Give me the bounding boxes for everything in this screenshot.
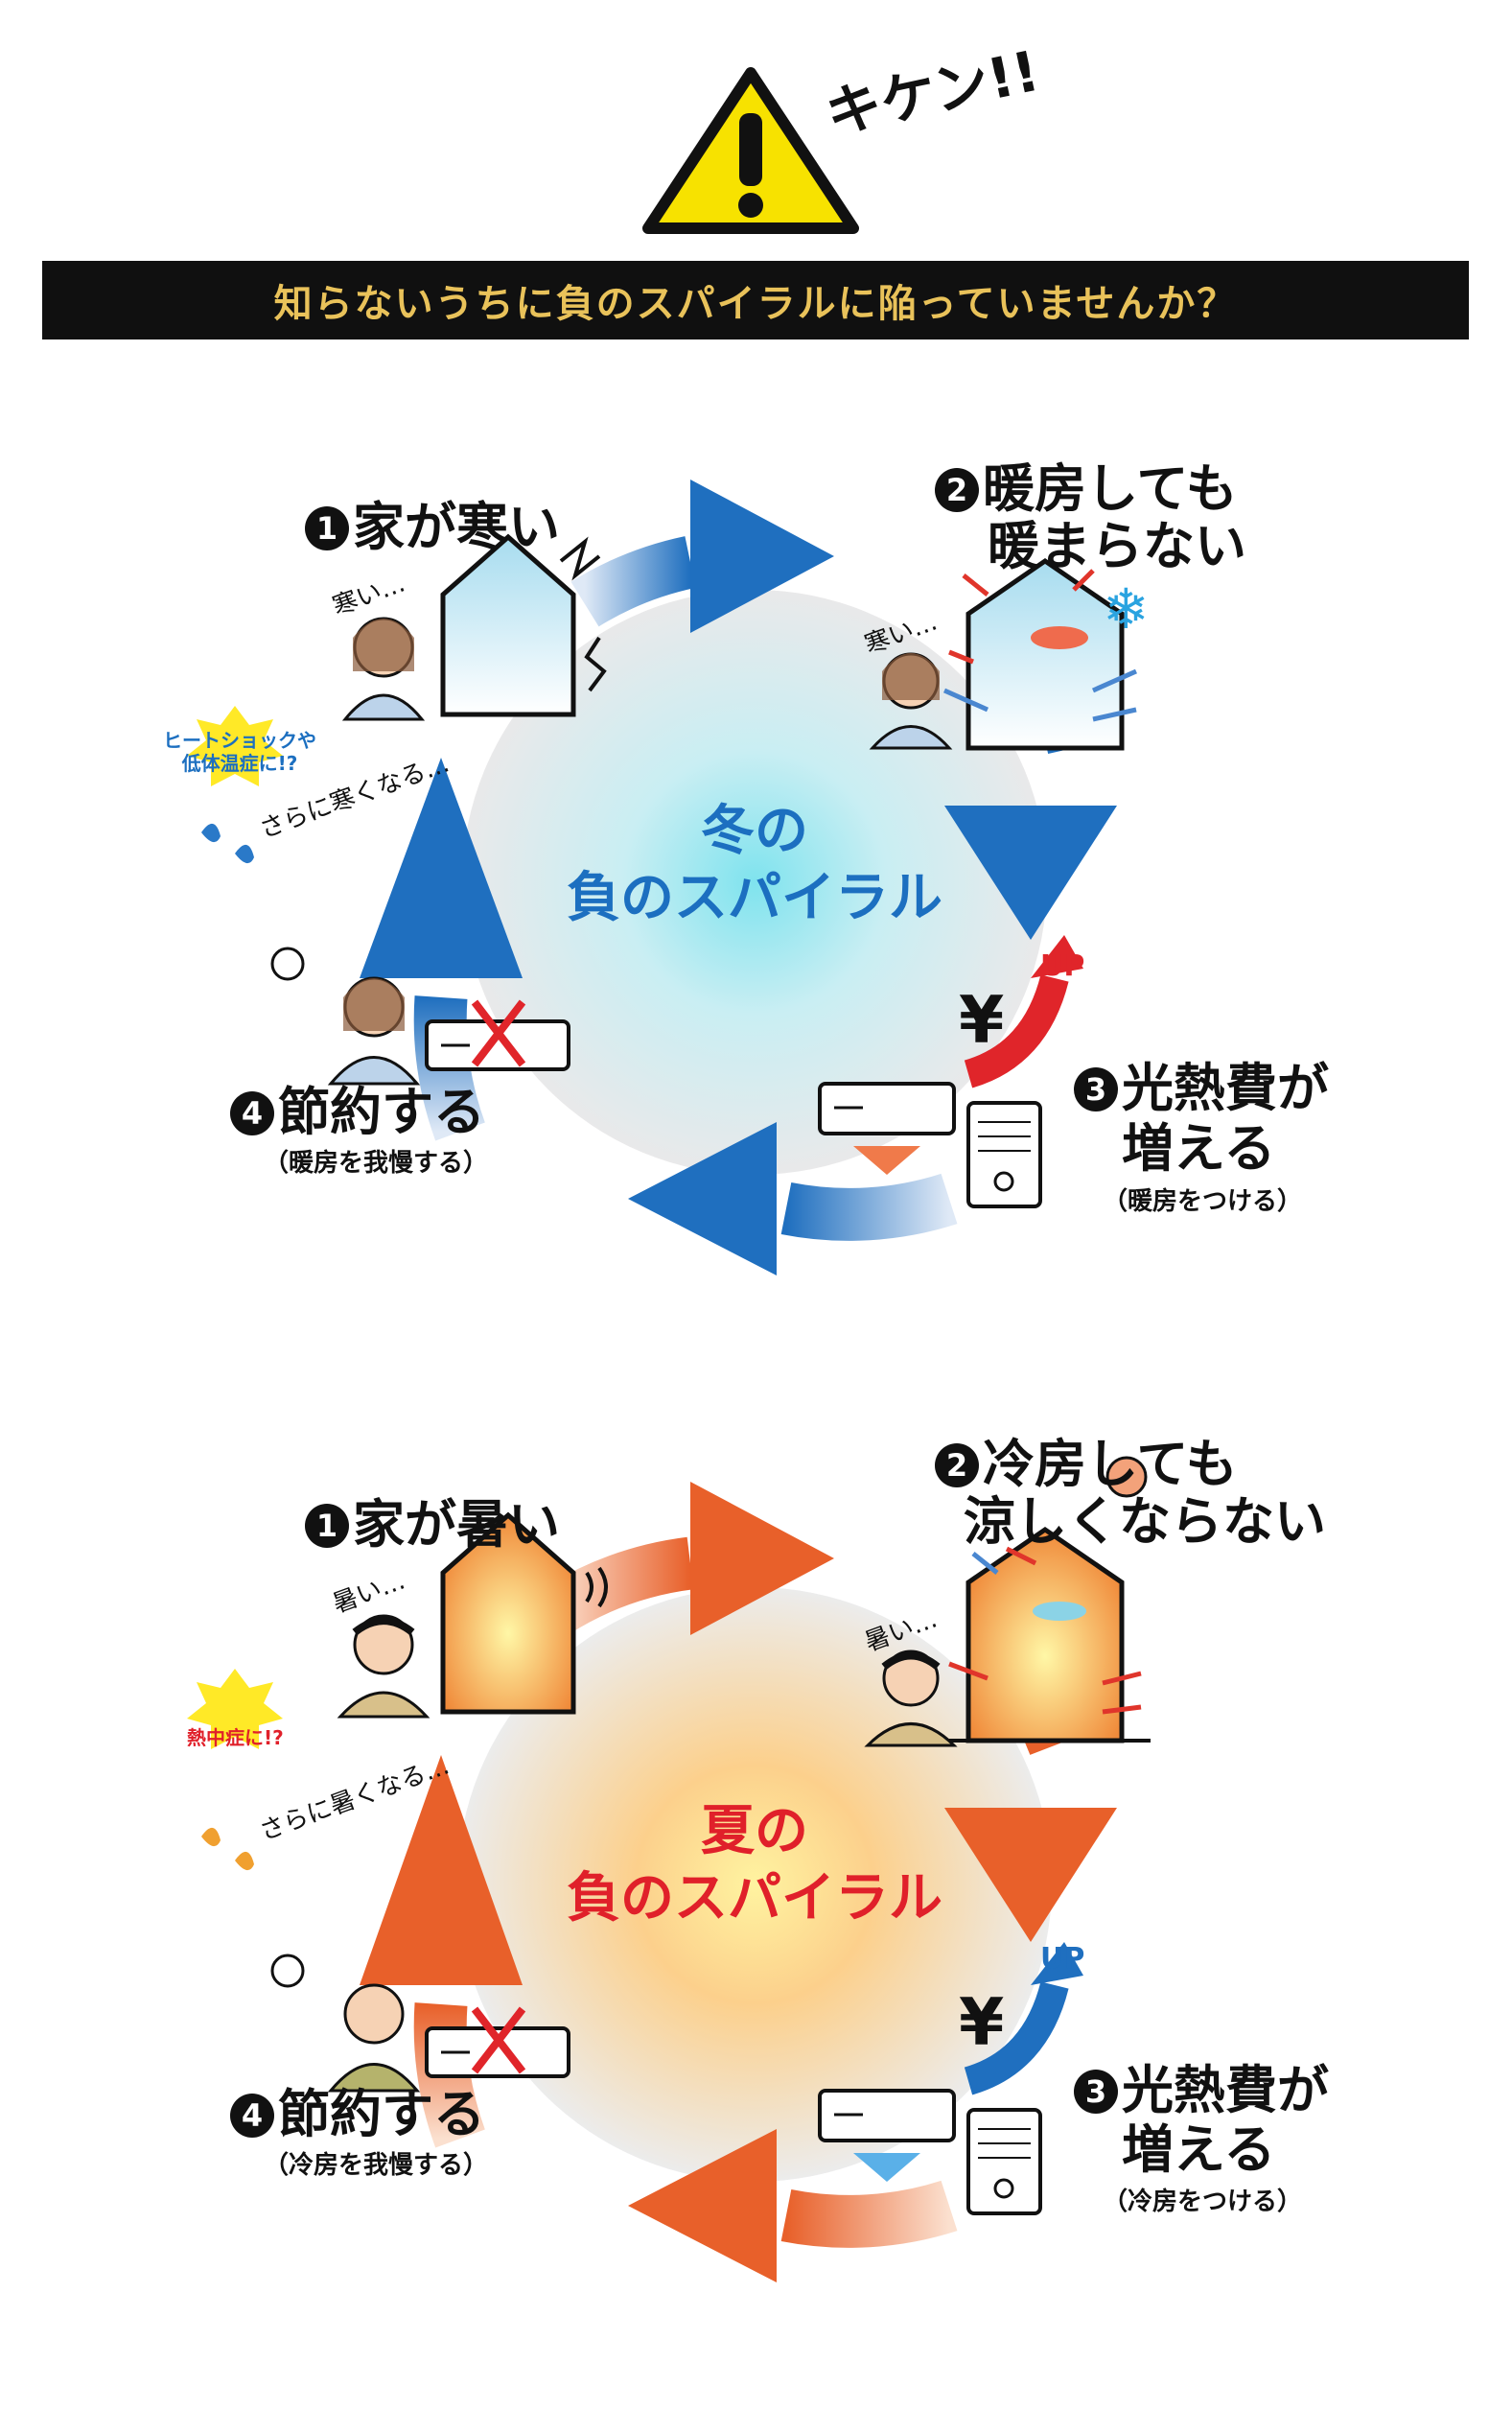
summer-center-line1: 夏の: [701, 1800, 808, 1862]
summer-center-line2: 負のスパイラル: [567, 1867, 942, 1930]
winter-yen-symbol: ¥: [959, 983, 1005, 1059]
winter-step2-text-line2: 暖まらない: [988, 516, 1246, 576]
summer-up-label: UP: [1040, 1942, 1085, 1976]
winter-arrow-right: [944, 806, 1117, 940]
summer-step3-text-line1: 光熱費が: [1122, 2060, 1329, 2120]
winter-center-title: 冬の 負のスパイラル: [563, 798, 946, 932]
winter-up-label: UP: [1040, 949, 1085, 983]
winter-center-line1: 冬の: [701, 800, 808, 862]
summer-warning-line1: 熱中症に!?: [187, 1726, 284, 1749]
winter-warning-line2: 低体温症に!?: [181, 752, 298, 775]
winter-step1-text: 家が寒い: [353, 497, 560, 557]
winter-step3-text-line2: 増える: [1122, 1118, 1276, 1179]
winter-arrow-bottom: [628, 1122, 777, 1275]
winter-step4-note: （暖房を我慢する）: [264, 1149, 489, 1178]
winter-step2-text-line1: 暖房しても: [983, 458, 1238, 519]
summer-cycle-graphic: [187, 1456, 1151, 2282]
summer-warning-text: 熱中症に!?: [187, 1726, 284, 1749]
summer-yen-symbol: ¥: [959, 1985, 1005, 2061]
winter-step3-note: （暖房をつける）: [1103, 1187, 1303, 1216]
winter-step4-text: 節約する: [278, 1082, 485, 1142]
winter-warning-line1: ヒートショックや: [163, 729, 316, 752]
winter-step4-number: 4: [230, 1091, 274, 1135]
warning-triangle-icon: [642, 67, 859, 234]
summer-step1-text: 家が暑い: [353, 1494, 560, 1555]
summer-arrow-right: [944, 1808, 1117, 1942]
summer-step3-number: 3: [1074, 2070, 1118, 2114]
summer-step4-number: 4: [230, 2094, 274, 2138]
winter-cycle-graphic: ❄: [187, 480, 1150, 1275]
summer-step2-number: 2: [935, 1443, 979, 1487]
winter-arrow-left: [360, 758, 523, 978]
summer-step2-text-line1: 冷房しても: [983, 1434, 1238, 1494]
winter-step3-text-line1: 光熱費が: [1122, 1058, 1329, 1118]
winter-warning-text: ヒートショックや 低体温症に!?: [163, 729, 316, 775]
winter-center-line2: 負のスパイラル: [567, 867, 942, 929]
summer-step3-text-line2: 増える: [1122, 2119, 1276, 2180]
summer-step2-text-line2: 涼しくならない: [964, 1491, 1326, 1552]
winter-step1-number: 1: [305, 506, 349, 550]
summer-arrow-left: [360, 1755, 523, 1985]
summer-step4-text: 節約する: [278, 2084, 485, 2144]
summer-step1-number: 1: [305, 1504, 349, 1548]
summer-step4-note: （冷房を我慢する）: [264, 2151, 489, 2180]
snowflake-icon: ❄: [1103, 576, 1150, 642]
winter-step2-number: 2: [935, 468, 979, 512]
danger-exclamation: キケン!!: [820, 37, 1045, 148]
summer-arrow-bottom: [628, 2129, 777, 2282]
headline-banner: 知らないうちに負のスパイラルに陥っていませんか？: [42, 261, 1469, 339]
summer-center-title: 夏の 負のスパイラル: [563, 1798, 946, 1932]
winter-arrow-top: [690, 480, 834, 633]
winter-step3-number: 3: [1074, 1067, 1118, 1111]
headline-text: 知らないうちに負のスパイラルに陥っていませんか？: [273, 281, 1238, 326]
summer-step3-note: （冷房をつける）: [1103, 2188, 1303, 2216]
summer-arrow-top: [690, 1482, 834, 1635]
